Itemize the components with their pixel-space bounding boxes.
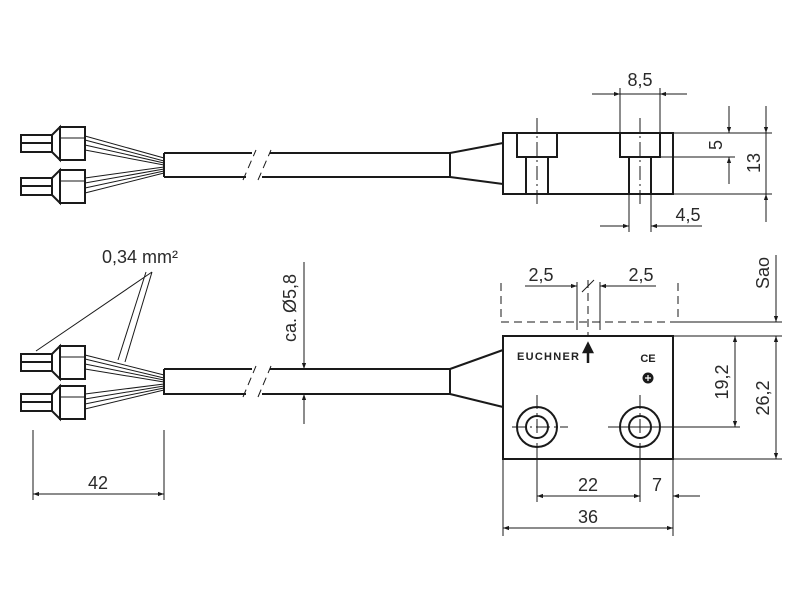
connector-lower [20, 385, 86, 420]
wires [84, 354, 165, 410]
dim-counterbore-diameter: 8,5 [627, 70, 652, 90]
mounting-hole-left [512, 395, 568, 462]
cable-diameter-label: ca. Ø5,8 [280, 274, 300, 342]
cable [163, 152, 451, 178]
connector-lower [20, 169, 86, 204]
wire-cross-section-callout: 0,34 mm² [35, 247, 178, 363]
switch-body: EUCHNER CE [502, 335, 740, 462]
cable-break-mark [242, 149, 272, 181]
cable-strain-relief [449, 349, 504, 408]
dim-counterbore-depth: 5 [706, 140, 726, 150]
cable-break-mark [242, 365, 272, 398]
front-view-cable-assembly [20, 345, 504, 420]
cable-length-dimension: 42 [32, 430, 165, 500]
brand-logo: EUCHNER [517, 351, 579, 363]
cable-strain-relief [449, 142, 504, 185]
approval-mark-icon [642, 372, 654, 384]
dim-hole-edge: 7 [652, 475, 662, 495]
dim-switch-distance: Sao [753, 257, 773, 289]
cable [163, 368, 451, 395]
dim-body-width: 36 [578, 507, 598, 527]
dim-hole-spacing: 22 [578, 475, 598, 495]
cable-diameter-dimension: ca. Ø5,8 [280, 262, 307, 424]
connector-upper [20, 345, 86, 380]
dim-offset-right: 2,5 [628, 265, 653, 285]
dim-body-height: 26,2 [753, 380, 773, 415]
dim-hole-height: 19,2 [712, 364, 732, 399]
mounting-hole-right [608, 395, 740, 462]
ce-mark: CE [640, 353, 655, 365]
connector-upper [20, 126, 86, 161]
actuating-direction-arrow-icon [581, 341, 595, 363]
dim-height: 13 [744, 153, 764, 173]
top-view-dimensions: 8,5 4,5 5 13 [592, 70, 772, 232]
actuator-outline [500, 280, 782, 336]
wire-cross-section-label: 0,34 mm² [102, 247, 178, 267]
dim-offset-left: 2,5 [528, 265, 553, 285]
front-view-dimensions: 2,5 2,5 Sao 26,2 19,2 22 7 36 [502, 255, 782, 536]
wires [84, 135, 165, 194]
dim-cable-length: 42 [88, 473, 108, 493]
top-view-cable-assembly [20, 126, 504, 204]
top-view-section [502, 118, 674, 206]
dim-hole-diameter: 4,5 [675, 205, 700, 225]
